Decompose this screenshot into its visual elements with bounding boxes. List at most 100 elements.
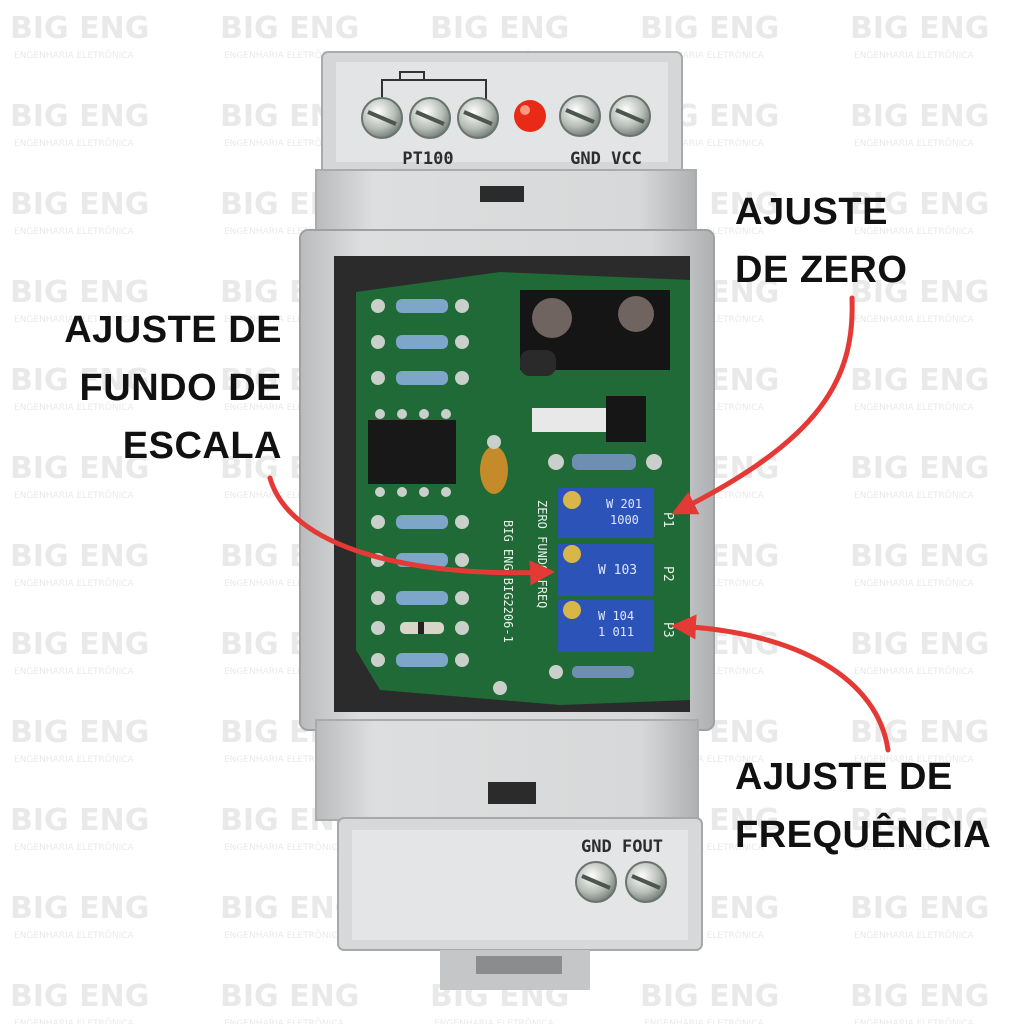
watermark-brand: BIG ENG	[10, 99, 149, 134]
watermark-tagline: ENGENHARIA ELETRÔNICA	[224, 841, 345, 853]
watermark-brand: BIG ENG	[430, 11, 569, 46]
watermark-tagline: ENGENHARIA ELETRÔNICA	[224, 753, 345, 765]
watermark-brand: BIG ENG	[850, 715, 989, 750]
watermark-brand: BIG ENG	[10, 363, 149, 398]
watermark-tagline: ENGENHARIA ELETRÔNICA	[854, 313, 975, 325]
callout-full-line-2: FUNDO DE	[79, 367, 282, 409]
watermark-tagline: ENGENHARIA ELETRÔNICA	[14, 929, 135, 941]
watermark-tagline: ENGENHARIA ELETRÔNICA	[434, 1017, 555, 1024]
watermark-tagline: ENGENHARIA ELETRÔNICA	[854, 577, 975, 589]
svg-text:W 104: W 104	[598, 609, 634, 623]
arrow-full-scale	[267, 475, 555, 586]
arrow-frequency	[671, 614, 891, 753]
svg-text:W 201: W 201	[606, 497, 642, 511]
callout-full-line-1: AJUSTE DE	[64, 309, 282, 351]
watermark-brand: BIG ENG	[10, 627, 149, 662]
watermark-tagline: ENGENHARIA ELETRÔNICA	[854, 665, 975, 677]
callout-zero-adjust: AJUSTE DE ZERO	[735, 183, 907, 299]
svg-text:P1: P1	[660, 512, 675, 528]
watermark-brand: BIG ENG	[850, 803, 989, 838]
watermark-tagline: ENGENHARIA ELETRÔNICA	[854, 929, 975, 941]
ic-chip	[368, 420, 456, 484]
callout-full-scale-adjust: AJUSTE DE FUNDO DE ESCALA	[60, 301, 282, 475]
trimmer-potentiometers: W 201 1000 W 103 W 104 1 011	[558, 488, 654, 652]
watermark-tagline: ENGENHARIA ELETRÔNICA	[854, 753, 975, 765]
capacitor	[480, 446, 508, 494]
watermark-brand: BIG ENG	[640, 11, 779, 46]
watermark-tagline: ENGENHARIA ELETRÔNICA	[14, 49, 135, 61]
pt100-label: PT100	[402, 149, 453, 169]
watermark-tagline: ENGENHARIA ELETRÔNICA	[14, 1017, 135, 1024]
watermark-tagline: ENGENHARIA ELETRÔNICA	[224, 929, 345, 941]
svg-text:P3: P3	[660, 622, 675, 638]
callout-freq-line-1: AJUSTE DE	[735, 756, 953, 798]
watermark-tagline: ENGENHARIA ELETRÔNICA	[854, 137, 975, 149]
callout-arrows	[267, 295, 891, 753]
watermark-tagline: ENGENHARIA ELETRÔNICA	[854, 49, 975, 61]
power-terminal-screws	[559, 95, 651, 137]
svg-text:1000: 1000	[610, 513, 639, 527]
watermark-brand: BIG ENG	[10, 451, 149, 486]
watermark-tagline: ENGENHARIA ELETRÔNICA	[14, 753, 135, 765]
watermark-brand: BIG ENG	[640, 979, 779, 1014]
watermark-brand: BIG ENG	[850, 11, 989, 46]
watermark-brand: BIG ENG	[850, 539, 989, 574]
bottom-terminal-block: GND FOUT	[575, 837, 667, 903]
watermark-tagline: ENGENHARIA ELETRÔNICA	[854, 225, 975, 237]
watermark-tagline: ENGENHARIA ELETRÔNICA	[854, 841, 975, 853]
callout-zero-line-1: AJUSTE	[735, 191, 888, 233]
watermark-brand: BIG ENG	[220, 979, 359, 1014]
watermark-brand: BIG ENG	[10, 539, 149, 574]
watermark-tagline: ENGENHARIA ELETRÔNICA	[854, 1017, 975, 1024]
watermark-brand: BIG ENG	[10, 979, 149, 1014]
watermark-tagline: ENGENHARIA ELETRÔNICA	[854, 489, 975, 501]
resistor-row	[371, 299, 469, 667]
watermark-tagline: ENGENHARIA ELETRÔNICA	[14, 489, 135, 501]
watermark-brand: BIG ENG	[850, 451, 989, 486]
watermark-brand: BIG ENG	[10, 715, 149, 750]
power-label: GND VCC	[570, 149, 642, 169]
watermark-brand: BIG ENG	[10, 803, 149, 838]
pt100-terminal-screws	[361, 97, 499, 139]
watermark-tagline: ENGENHARIA ELETRÔNICA	[224, 49, 345, 61]
callout-zero-line-2: DE ZERO	[735, 249, 908, 291]
watermark-brand: BIG ENG	[10, 275, 149, 310]
voltage-regulator	[532, 408, 608, 432]
watermark-tagline: ENGENHARIA ELETRÔNICA	[224, 137, 345, 149]
watermark-tagline: ENGENHARIA ELETRÔNICA	[854, 401, 975, 413]
watermark-tagline: ENGENHARIA ELETRÔNICA	[14, 313, 135, 325]
watermark-tagline: ENGENHARIA ELETRÔNICA	[644, 1017, 765, 1024]
watermark-brand: BIG ENG	[10, 891, 149, 926]
watermark-tagline: ENGENHARIA ELETRÔNICA	[224, 1017, 345, 1024]
top-terminal-block: PT100 GND VCC	[361, 71, 651, 169]
output-label: GND FOUT	[581, 837, 663, 857]
watermark-brand: BIG ENG	[850, 363, 989, 398]
callout-freq-line-2: FREQUÊNCIA	[735, 814, 992, 856]
arrow-zero	[671, 295, 855, 515]
pcb-board: W 201 1000 W 103 W 104 1 011 P1 P2 P3 ZE…	[334, 256, 690, 712]
watermark-brand: BIG ENG	[850, 979, 989, 1014]
watermark-brand: BIG ENG	[850, 275, 989, 310]
watermark-tagline: ENGENHARIA ELETRÔNICA	[14, 841, 135, 853]
watermark-brand: BIG ENG	[850, 187, 989, 222]
pcb-board-id: BIG ENG BIG2206-1	[501, 520, 515, 643]
svg-text:W 103: W 103	[598, 563, 637, 578]
watermark-tagline: ENGENHARIA ELETRÔNICA	[14, 137, 135, 149]
watermark-brand: BIG ENG	[220, 891, 359, 926]
watermark-brand: BIG ENG	[10, 187, 149, 222]
watermark-brand: BIG ENG	[220, 11, 359, 46]
watermark-brand: BIG ENG	[850, 99, 989, 134]
watermark-tagline: ENGENHARIA ELETRÔNICA	[14, 401, 135, 413]
watermark-brand: BIG ENG	[10, 11, 149, 46]
watermark-tagline: ENGENHARIA ELETRÔNICA	[14, 225, 135, 237]
svg-text:1 011: 1 011	[598, 625, 634, 639]
watermark-tagline: ENGENHARIA ELETRÔNICA	[14, 665, 135, 677]
svg-text:P2: P2	[660, 566, 675, 582]
pcb-adjust-labels: ZERO FUNDO FREQ	[535, 500, 549, 608]
watermark-tagline: ENGENHARIA ELETRÔNICA	[14, 577, 135, 589]
callout-full-line-3: ESCALA	[122, 425, 282, 467]
status-led	[514, 100, 546, 132]
watermark-brand: BIG ENG	[850, 891, 989, 926]
